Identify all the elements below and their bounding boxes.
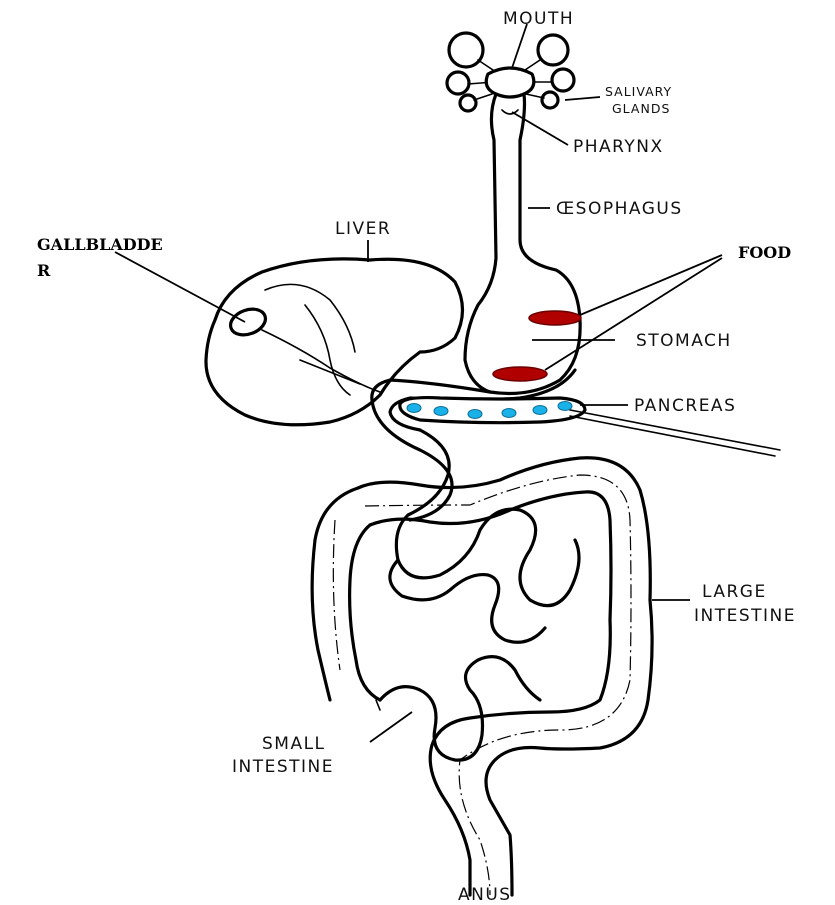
label-small-intestine-2: INTESTINE [232,757,334,777]
label-large-intestine-1: LARGE [702,582,767,602]
label-large-intestine-2: INTESTINE [694,606,796,626]
label-gallbladder-1: GALLBLADDE [37,235,163,254]
leader-food-upper [580,255,722,315]
label-pancreas: PANCREAS [634,396,736,416]
label-anus: ANUS [458,885,512,905]
leader-salivary [565,97,600,100]
leader-mouth [512,24,527,68]
mouth-shape [486,68,534,98]
label-stomach: STOMACH [636,331,732,351]
label-liver: LIVER [335,219,391,239]
leader-gallbladder [115,252,245,322]
label-salivary-1: SALIVARY [605,84,672,99]
label-pharynx: PHARYNX [573,137,664,157]
food-bolus-upper [529,311,581,325]
label-gallbladder-2: R [37,261,51,280]
oesophagus-stomach [465,94,580,394]
label-oesophagus: ŒSOPHAGUS [556,199,683,219]
pancreas [400,398,585,423]
label-salivary-2: GLANDS [612,101,670,116]
label-mouth: MOUTH [503,9,574,29]
leader-small-intestine [370,712,412,742]
label-small-intestine-1: SMALL [262,734,326,754]
label-food: FOOD [738,243,791,262]
food-bolus-lower [493,367,547,381]
